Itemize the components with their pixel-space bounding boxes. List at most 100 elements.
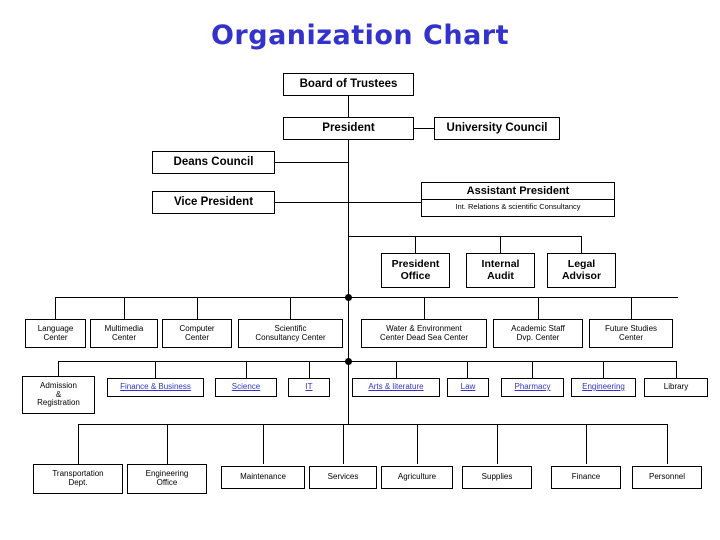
node-label-line1: Scientific — [274, 323, 307, 333]
connector-vice-president — [275, 202, 349, 203]
node-label: Vice President — [173, 196, 254, 209]
node-department-agriculture[interactable]: Agriculture — [381, 466, 453, 489]
node-label[interactable]: Engineering — [582, 382, 625, 392]
connector-centers-bus — [55, 297, 678, 298]
node-label-line1: Admission — [40, 380, 77, 390]
node-deans-council[interactable]: Deans Council — [152, 151, 275, 174]
node-label-line2: Center — [111, 332, 136, 342]
node-label-line2: Advisor — [561, 269, 602, 282]
node-center-computer[interactable]: Computer Center — [162, 319, 232, 348]
node-department-services[interactable]: Services — [309, 466, 377, 489]
node-department-maintenance[interactable]: Maintenance — [221, 466, 305, 489]
node-label-line2: Dvp. Center — [516, 332, 560, 342]
node-center-academic-staff[interactable]: Academic Staff Dvp. Center — [493, 319, 583, 348]
node-label-line1: Personnel — [648, 472, 686, 482]
connector-faculty-drop-2 — [155, 361, 156, 378]
connector-row3-drop-legal-advisor — [581, 236, 582, 253]
node-label[interactable]: Finance & Business — [120, 382, 191, 392]
node-label-line2: Consultancy Center — [255, 332, 326, 342]
node-president[interactable]: President — [283, 117, 414, 140]
node-label-line1: Engineering — [145, 469, 189, 479]
connector-spine-to-departments — [348, 364, 349, 424]
node-label[interactable]: Pharmacy — [514, 382, 551, 392]
connector-deans-council — [275, 162, 349, 163]
node-faculty-finance-business[interactable]: Finance & Business — [107, 378, 204, 397]
node-label-line2: Office — [156, 478, 178, 487]
node-center-water-environment[interactable]: Water & Environment Center Dead Sea Cent… — [361, 319, 487, 348]
node-label-line1: Internal — [481, 257, 520, 270]
node-president-office[interactable]: President Office — [381, 253, 450, 288]
node-center-multimedia[interactable]: Multimedia Center — [90, 319, 158, 348]
node-assistant-president[interactable]: Assistant President Int. Relations & sci… — [421, 182, 615, 217]
node-label: University Council — [446, 122, 548, 135]
node-label-line2: Center Dead Sea Center — [379, 332, 469, 342]
connector-department-drop-5 — [417, 424, 418, 464]
node-label: Assistant President — [422, 183, 614, 200]
node-label-line1: Multimedia — [104, 323, 144, 333]
node-faculty-arts-literature[interactable]: Arts & literature — [352, 378, 440, 397]
node-label-line1: Supplies — [481, 472, 513, 482]
connector-faculties-bus — [58, 361, 676, 362]
connector-department-drop-7 — [586, 424, 587, 464]
node-label: Library — [663, 382, 689, 392]
node-department-personnel[interactable]: Personnel — [632, 466, 702, 489]
connector-department-drop-6 — [497, 424, 498, 464]
node-faculty-pharmacy[interactable]: Pharmacy — [501, 378, 564, 397]
page-title: Organization Chart — [210, 20, 510, 51]
node-board-of-trustees[interactable]: Board of Trustees — [283, 73, 414, 96]
connector-center-drop-6 — [538, 297, 539, 319]
node-library[interactable]: Library — [644, 378, 708, 397]
node-label-line2: Center — [184, 332, 209, 342]
connector-faculty-drop-4 — [309, 361, 310, 378]
node-faculty-engineering[interactable]: Engineering — [571, 378, 636, 397]
connector-faculty-drop-1 — [58, 361, 59, 376]
node-legal-advisor[interactable]: Legal Advisor — [547, 253, 616, 288]
node-department-transportation[interactable]: Transportation Dept. — [33, 464, 123, 494]
connector-faculty-drop-8 — [603, 361, 604, 378]
connector-president-council — [413, 128, 435, 129]
connector-department-drop-8 — [667, 424, 668, 464]
node-center-scientific-consultancy[interactable]: Scientific Consultancy Center — [238, 319, 343, 348]
connector-center-drop-7 — [631, 297, 632, 319]
connector-center-drop-2 — [124, 297, 125, 319]
node-department-engineering-office[interactable]: Engineering Office — [127, 464, 207, 494]
node-label[interactable]: Arts & literature — [368, 382, 424, 392]
node-label-line1: Services — [327, 472, 359, 482]
node-label-line1: Academic Staff — [511, 323, 565, 333]
connector-department-drop-3 — [263, 424, 264, 464]
node-faculty-science[interactable]: Science — [215, 378, 277, 397]
connector-faculty-drop-5 — [396, 361, 397, 378]
node-faculty-it[interactable]: IT — [288, 378, 330, 397]
connector-trustees-president — [348, 96, 349, 117]
junction-dot-centers — [345, 294, 352, 301]
node-label-line1: Transportation — [52, 469, 104, 479]
node-center-future-studies[interactable]: Future Studies Center — [589, 319, 673, 348]
node-label: Board of Trustees — [299, 78, 398, 91]
connector-faculty-drop-9 — [676, 361, 677, 378]
node-label-line1: Maintenance — [240, 472, 286, 482]
node-label[interactable]: IT — [305, 382, 313, 392]
node-label-line1: Finance — [571, 472, 601, 482]
connector-assistant-president — [348, 202, 421, 203]
node-label[interactable]: Law — [460, 382, 476, 392]
node-label-line1: Computer — [179, 323, 215, 333]
connector-faculty-drop-3 — [246, 361, 247, 378]
connector-departments-bus — [78, 424, 667, 425]
connector-department-drop-1 — [78, 424, 79, 464]
node-center-language[interactable]: Language Center — [25, 319, 86, 348]
node-vice-president[interactable]: Vice President — [152, 191, 275, 214]
node-label-line1: Future Studies — [604, 323, 658, 333]
node-admission-registration[interactable]: Admission & Registration — [22, 376, 95, 414]
node-department-finance[interactable]: Finance — [551, 466, 621, 489]
node-label[interactable]: Science — [231, 382, 261, 392]
node-faculty-law[interactable]: Law — [447, 378, 489, 397]
node-internal-audit[interactable]: Internal Audit — [466, 253, 535, 288]
node-department-supplies[interactable]: Supplies — [462, 466, 532, 489]
connector-center-drop-5 — [424, 297, 425, 319]
node-label-line3: Registration — [37, 398, 80, 408]
node-university-council[interactable]: University Council — [434, 117, 560, 140]
connector-department-drop-4 — [343, 424, 344, 464]
junction-dot-faculties — [345, 358, 352, 365]
node-label-line2: Dept. — [68, 478, 88, 487]
